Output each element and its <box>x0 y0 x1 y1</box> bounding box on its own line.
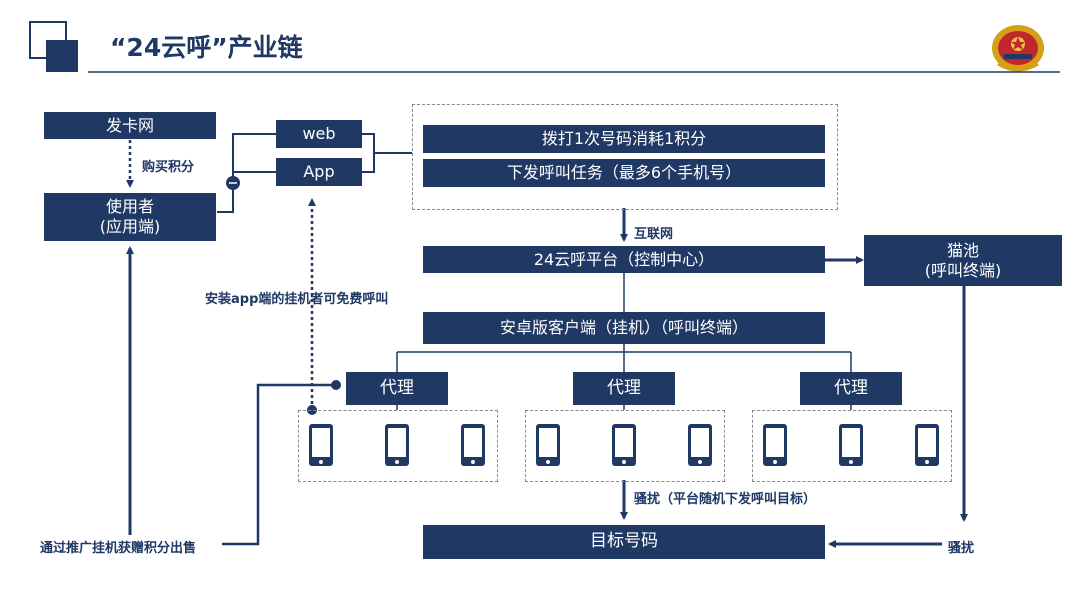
buy-points-label: 购买积分 <box>142 160 195 175</box>
phone-icon <box>612 424 636 466</box>
dial-cost-node: 拨打1次号码消耗1积分 <box>423 125 825 153</box>
target-node: 目标号码 <box>423 525 825 559</box>
emblem-icon <box>992 25 1044 72</box>
agent-node-3: 代理 <box>800 372 902 405</box>
agent-node-1: 代理 <box>346 372 448 405</box>
harass-label: 骚扰 <box>948 541 975 556</box>
dispatch-node: 下发呼叫任务（最多6个手机号） <box>423 159 825 187</box>
card-site-node: 发卡网 <box>44 112 216 139</box>
corner-decoration <box>29 21 78 72</box>
phone-group-3 <box>752 410 952 482</box>
install-app-label: 安装app端的挂机者可免费呼叫 <box>205 292 389 307</box>
harass-random-label: 骚扰（平台随机下发呼叫目标） <box>634 492 817 507</box>
task-group-box <box>412 104 838 210</box>
user-node: 使用者 (应用端) <box>44 193 216 241</box>
phone-icon <box>839 424 863 466</box>
phone-icon <box>309 424 333 466</box>
cat-pool-node: 猫池 (呼叫终端) <box>864 235 1062 286</box>
phone-group-2 <box>525 410 725 482</box>
promote-sell-label: 通过推广挂机获赠积分出售 <box>40 541 197 556</box>
platform-node: 24云呼平台（控制中心） <box>423 246 825 273</box>
phone-icon <box>461 424 485 466</box>
page-title: “24云呼”产业链 <box>110 33 303 62</box>
phone-icon <box>536 424 560 466</box>
phone-icon <box>385 424 409 466</box>
phone-icon <box>915 424 939 466</box>
phone-icon <box>763 424 787 466</box>
agent-node-2: 代理 <box>573 372 675 405</box>
app-node: App <box>276 158 362 186</box>
internet-label: 互联网 <box>634 227 674 242</box>
android-client-node: 安卓版客户端（挂机）（呼叫终端） <box>423 312 825 344</box>
phone-group-1 <box>298 410 498 482</box>
phone-icon <box>688 424 712 466</box>
web-node: web <box>276 120 362 148</box>
